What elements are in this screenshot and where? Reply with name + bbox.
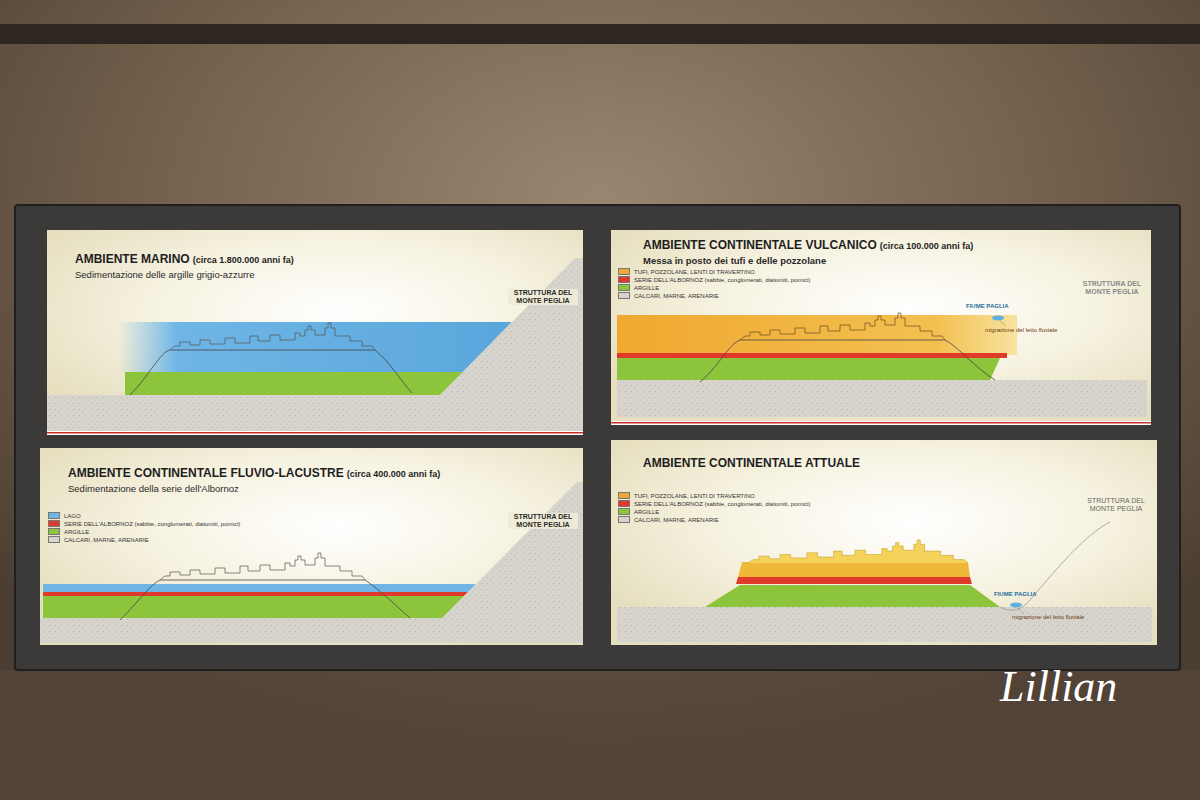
- legend-item: ARGILLE: [618, 284, 659, 291]
- legend-item: SERIE DELL'ALBORNOZ (sabbie, conglomerat…: [618, 276, 810, 283]
- legend-swatch: [618, 500, 630, 507]
- structure-label: STRUTTURA DEL MONTE PEGLIA: [1078, 280, 1146, 296]
- legend-text: SERIE DELL'ALBORNOZ (sabbie, conglomerat…: [634, 501, 810, 507]
- legend-swatch: [618, 516, 630, 523]
- legend-text: SERIE DELL'ALBORNOZ (sabbie, conglomerat…: [64, 521, 240, 527]
- panel-title: AMBIENTE CONTINENTALE VULCANICO: [643, 238, 877, 252]
- panel-title: AMBIENTE CONTINENTALE ATTUALE: [643, 456, 860, 470]
- legend-swatch: [618, 292, 630, 299]
- legend-item: ARGILLE: [618, 508, 659, 515]
- legend-item: TUFI, POZZOLANE, LENTI DI TRAVERTINO: [618, 268, 755, 275]
- panel-box: AMBIENTE CONTINENTALE VULCANICO(circa 10…: [611, 230, 1151, 425]
- panel-box: AMBIENTE CONTINENTALE FLUVIO-LACUSTRE(ci…: [40, 448, 583, 645]
- legend-item: TUFI, POZZOLANE, LENTI DI TRAVERTINO: [618, 492, 755, 499]
- legend-item: CALCARI, MARNE, ARENARIE: [48, 536, 149, 543]
- legend-text: ARGILLE: [634, 509, 659, 515]
- panel-heading: AMBIENTE CONTINENTALE FLUVIO-LACUSTRE(ci…: [68, 464, 583, 480]
- legend-swatch: [618, 276, 630, 283]
- legend-text: CALCARI, MARNE, ARENARIE: [64, 537, 149, 543]
- legend-text: LAGO: [64, 513, 81, 519]
- panel-subtitle: Messa in posto dei tufi e delle pozzolan…: [643, 255, 1151, 266]
- panel-heading: AMBIENTE CONTINENTALE ATTUALE: [643, 454, 1157, 470]
- panel-box: AMBIENTE MARINO(circa 1.800.000 anni fa)…: [47, 230, 583, 435]
- legend-text: TUFI, POZZOLANE, LENTI DI TRAVERTINO: [634, 269, 755, 275]
- panel-subtitle: Sedimentazione delle argille grigio-azzu…: [75, 269, 583, 280]
- panel-heading: AMBIENTE MARINO(circa 1.800.000 anni fa): [75, 250, 583, 266]
- legend-item: CALCARI, MARNE, ARENARIE: [618, 516, 719, 523]
- panel-heading: AMBIENTE CONTINENTALE VULCANICO(circa 10…: [643, 236, 1151, 252]
- structure-label: STRUTTURA DEL MONTE PEGLIA: [508, 289, 578, 305]
- legend-text: ARGILLE: [634, 285, 659, 291]
- watermark: Lillian: [1000, 662, 1170, 713]
- river-label: FIUME PAGLIA: [994, 591, 1044, 598]
- note-label: migrazione del letto fluviale: [1012, 614, 1102, 621]
- legend-item: SERIE DELL'ALBORNOZ (sabbie, conglomerat…: [618, 500, 810, 507]
- legend-item: CALCARI, MARNE, ARENARIE: [618, 292, 719, 299]
- legend-swatch: [618, 492, 630, 499]
- note-label: migrazione del letto fluviale: [985, 327, 1065, 334]
- river-label: FIUME PAGLIA: [966, 303, 1016, 310]
- legend-swatch: [618, 268, 630, 275]
- legend-swatch: [48, 536, 60, 543]
- legend-swatch: [48, 520, 60, 527]
- panel-title: AMBIENTE MARINO: [75, 252, 190, 266]
- legend-swatch: [618, 284, 630, 291]
- structure-label: STRUTTURA DEL MONTE PEGLIA: [1080, 497, 1152, 513]
- legend-text: CALCARI, MARNE, ARENARIE: [634, 293, 719, 299]
- panel-subtitle: Sedimentazione della serie dell'Albornoz: [68, 483, 583, 494]
- legend-text: SERIE DELL'ALBORNOZ (sabbie, conglomerat…: [634, 277, 810, 283]
- legend-text: CALCARI, MARNE, ARENARIE: [634, 517, 719, 523]
- legend-swatch: [618, 508, 630, 515]
- legend-text: TUFI, POZZOLANE, LENTI DI TRAVERTINO: [634, 493, 755, 499]
- legend-item: LAGO: [48, 512, 81, 519]
- legend-swatch: [48, 512, 60, 519]
- legend-item: ARGILLE: [48, 528, 89, 535]
- structure-label: STRUTTURA DEL MONTE PEGLIA: [508, 513, 578, 529]
- legend-swatch: [48, 528, 60, 535]
- legend-item: SERIE DELL'ALBORNOZ (sabbie, conglomerat…: [48, 520, 240, 527]
- panel-title: AMBIENTE CONTINENTALE FLUVIO-LACUSTRE: [68, 466, 344, 480]
- period-note: (circa 1.800.000 anni fa): [193, 255, 294, 265]
- legend-text: ARGILLE: [64, 529, 89, 535]
- period-note: (circa 400.000 anni fa): [347, 469, 441, 479]
- period-note: (circa 100.000 anni fa): [880, 241, 974, 251]
